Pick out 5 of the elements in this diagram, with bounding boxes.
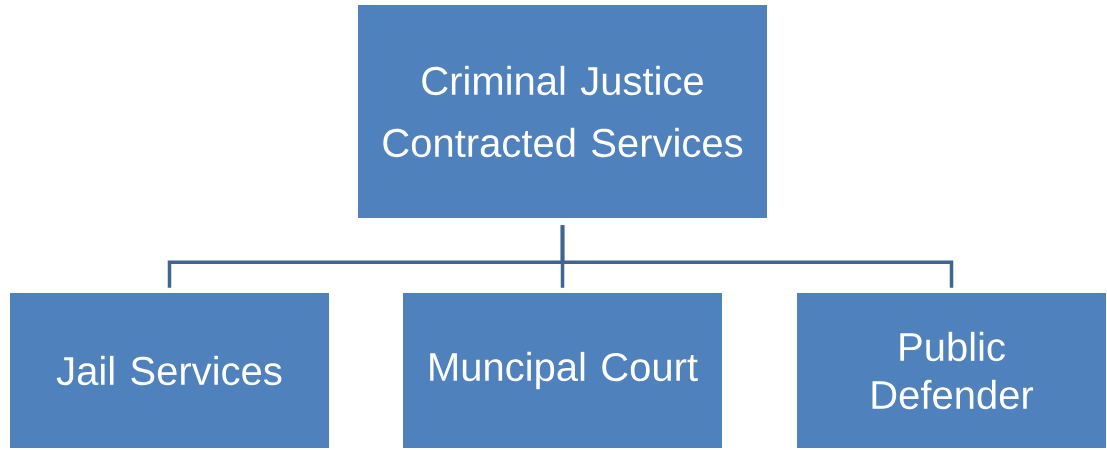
org-box: Jail Services	[10, 293, 329, 448]
org-box: Public Defender	[797, 293, 1106, 448]
connector-line	[560, 225, 954, 288]
org-box: Criminal Justice Contracted Services	[358, 5, 767, 218]
org-box: Muncipal Court	[403, 293, 722, 448]
